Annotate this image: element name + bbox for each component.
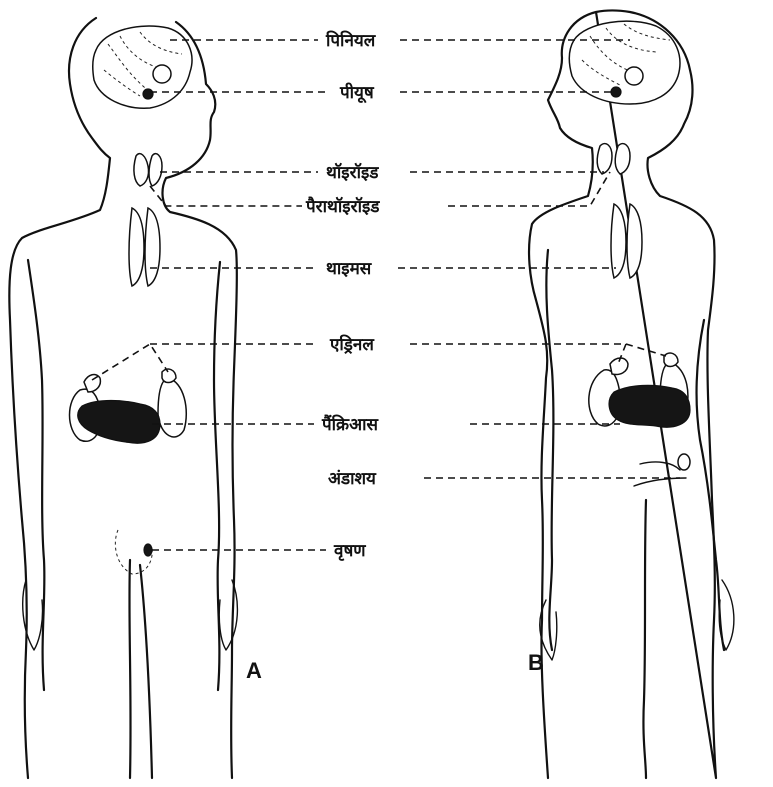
- female-left-arm: [546, 250, 553, 650]
- male-right-hand: [219, 580, 237, 650]
- male-right-kidney: [158, 378, 186, 437]
- female-right-adrenal: [664, 353, 678, 366]
- male-thyroid-gland: [134, 154, 162, 186]
- leader-parathyroid-right: [448, 172, 610, 206]
- female-pineal-gland: [625, 67, 643, 85]
- female-pituitary-gland: [611, 87, 621, 97]
- label-pancreas: पैंक्रिआस: [321, 414, 379, 435]
- female-figure: [529, 11, 734, 779]
- label-ovary: अंडाशय: [328, 469, 377, 489]
- male-leg-line: [129, 560, 152, 778]
- leader-parathyroid-left: [150, 186, 302, 206]
- label-adrenal: एड्रिनल: [329, 334, 375, 355]
- female-pancreas: [609, 385, 690, 427]
- leader-adrenal-left: [92, 344, 318, 380]
- male-figure: [9, 18, 237, 778]
- label-parathyroid: पैराथॉइरॉइड: [305, 196, 380, 217]
- leader-lines: [92, 40, 680, 550]
- label-thymus: थाइमस: [326, 259, 373, 279]
- female-figure-tag: B: [528, 650, 544, 675]
- female-right-hand: [719, 580, 734, 650]
- label-pineal: पिनियल: [325, 30, 377, 51]
- female-ovary-gland: [678, 454, 690, 470]
- male-pineal-gland: [153, 65, 171, 83]
- female-thymus-gland: [611, 204, 642, 278]
- label-pituitary: पीयूष: [339, 82, 375, 104]
- male-testis-gland: [144, 544, 152, 556]
- male-pituitary-gland: [143, 89, 153, 99]
- gland-labels: पिनियल पीयूष थॉइरॉइड पैराथॉइरॉइड थाइमस ए…: [305, 30, 380, 561]
- male-figure-tag: A: [246, 658, 262, 683]
- female-thyroid-gland: [597, 144, 630, 174]
- male-brain: [93, 26, 192, 108]
- female-leg-line: [643, 500, 646, 778]
- male-right-adrenal: [162, 369, 176, 382]
- label-testis: वृषण: [333, 541, 366, 561]
- label-thyroid: थॉइरॉइड: [326, 162, 379, 183]
- male-thymus-gland: [129, 208, 160, 286]
